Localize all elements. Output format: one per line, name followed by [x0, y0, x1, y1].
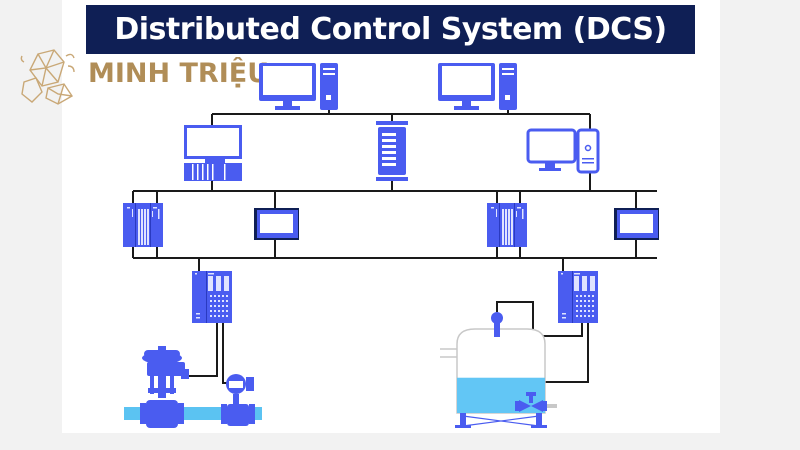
engineering-station — [184, 125, 242, 181]
controller-rack-1 — [123, 203, 163, 247]
title-banner: Distributed Control System (DCS) — [86, 5, 695, 54]
tank-outlet-valve — [515, 392, 557, 412]
process-tank — [440, 328, 547, 428]
brand-name: MINH TRIỆU — [88, 58, 270, 89]
remote-io-module-1 — [192, 271, 232, 323]
remote-io-module-2 — [558, 271, 598, 323]
network-wires — [132, 103, 657, 393]
hmi-panel-1 — [254, 208, 299, 240]
page-title: Distributed Control System (DCS) — [114, 12, 667, 47]
operator-workstation-2 — [438, 63, 517, 110]
server-rack — [376, 121, 408, 181]
desktop-computer — [526, 128, 600, 174]
operator-workstation-1 — [259, 63, 338, 110]
flow-meter — [221, 374, 255, 426]
control-valve — [140, 346, 189, 428]
crystal-logo-icon — [20, 49, 75, 105]
hmi-panel-2 — [614, 208, 659, 240]
controller-rack-2 — [487, 203, 527, 247]
level-sensor — [491, 312, 503, 337]
